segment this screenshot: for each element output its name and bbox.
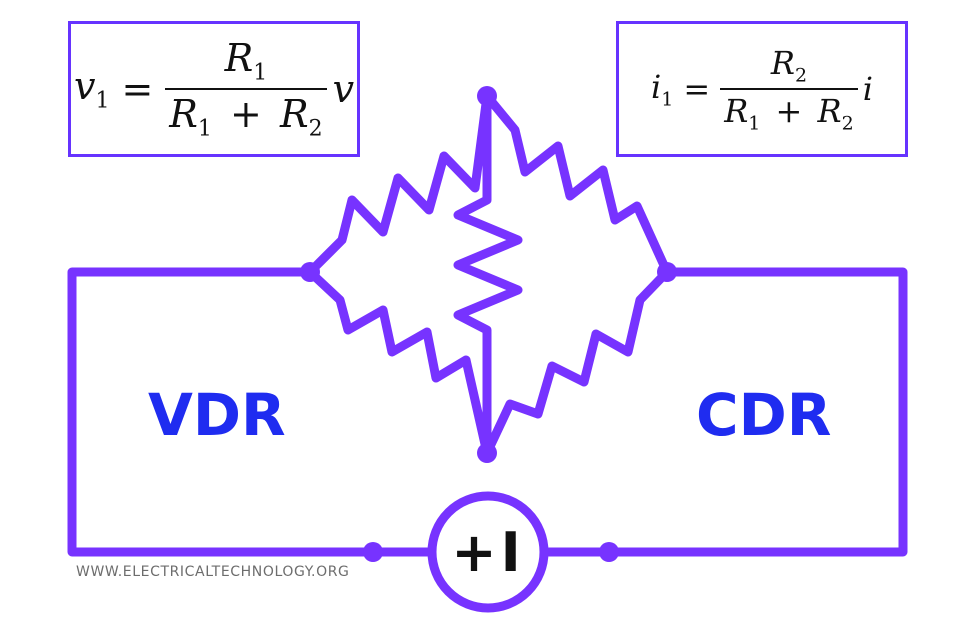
outer-wire [67, 267, 908, 557]
node-bottom [477, 443, 497, 463]
vdr-denominator: R1 + R2 [165, 90, 326, 142]
cdr-fraction: R2 R1 + R2 [720, 44, 858, 134]
node-right [657, 262, 677, 282]
cdr-label: CDR [696, 381, 832, 449]
resistor-lower-left [305, 267, 492, 458]
vdr-num-var: R [224, 36, 254, 81]
resistor-middle [453, 91, 523, 458]
cdr-lhs-var: i [651, 67, 662, 106]
cdr-formula: i1 = R2 R1 + R2 i [619, 24, 905, 154]
vdr-fraction: R1 R1 + R2 [165, 36, 327, 142]
vdr-den-var2: R [279, 92, 309, 136]
node-left [300, 262, 320, 282]
cdr-num-var: R [770, 43, 795, 82]
cdr-formula-box: i1 = R2 R1 + R2 i [616, 21, 908, 157]
node-source-left [363, 542, 383, 562]
cdr-lhs-sub: 1 [661, 88, 674, 111]
cdr-denominator: R1 + R2 [720, 90, 858, 134]
cdr-fraction-bar [720, 88, 858, 90]
resistor-upper-right [482, 91, 672, 277]
vdr-formula: v1 = R1 R1 + R2 v [71, 24, 357, 154]
watermark-text: WWW.ELECTRICALTECHNOLOGY.ORG [76, 564, 350, 580]
vdr-lhs-sub: 1 [95, 88, 110, 114]
current-source-symbol: +I [451, 520, 525, 584]
cdr-rhs-var: i [862, 70, 873, 108]
cdr-equals: = [683, 70, 711, 108]
cdr-den-sub1: 1 [748, 112, 761, 135]
cdr-den-sub2: 2 [841, 112, 854, 135]
resistor-upper-left [305, 91, 492, 277]
vdr-fraction-bar [165, 88, 327, 90]
vdr-rhs-var: v [332, 67, 355, 111]
vdr-num-sub: 1 [253, 61, 268, 86]
node-source-right [599, 542, 619, 562]
vdr-lhs: v1 [74, 64, 109, 114]
vdr-lhs-var: v [73, 64, 96, 109]
cdr-num-sub: 2 [794, 64, 808, 86]
vdr-den-sub2: 2 [308, 116, 323, 142]
cdr-den-var2: R [817, 92, 842, 130]
vdr-equals: = [121, 67, 154, 111]
cdr-lhs: i1 [651, 68, 673, 110]
current-source-circle [427, 491, 549, 613]
vdr-den-plus: + [230, 92, 262, 136]
vdr-label: VDR [148, 381, 286, 449]
cdr-numerator: R2 [767, 44, 811, 88]
vdr-den-var1: R [169, 92, 198, 136]
vdr-numerator: R1 [221, 36, 272, 88]
vdr-formula-box: v1 = R1 R1 + R2 v [68, 21, 360, 157]
resistor-lower-right [482, 267, 672, 458]
cdr-den-var1: R [724, 92, 749, 130]
cdr-den-plus: + [775, 92, 803, 130]
vdr-den-sub1: 1 [197, 116, 212, 142]
node-top [477, 86, 497, 106]
